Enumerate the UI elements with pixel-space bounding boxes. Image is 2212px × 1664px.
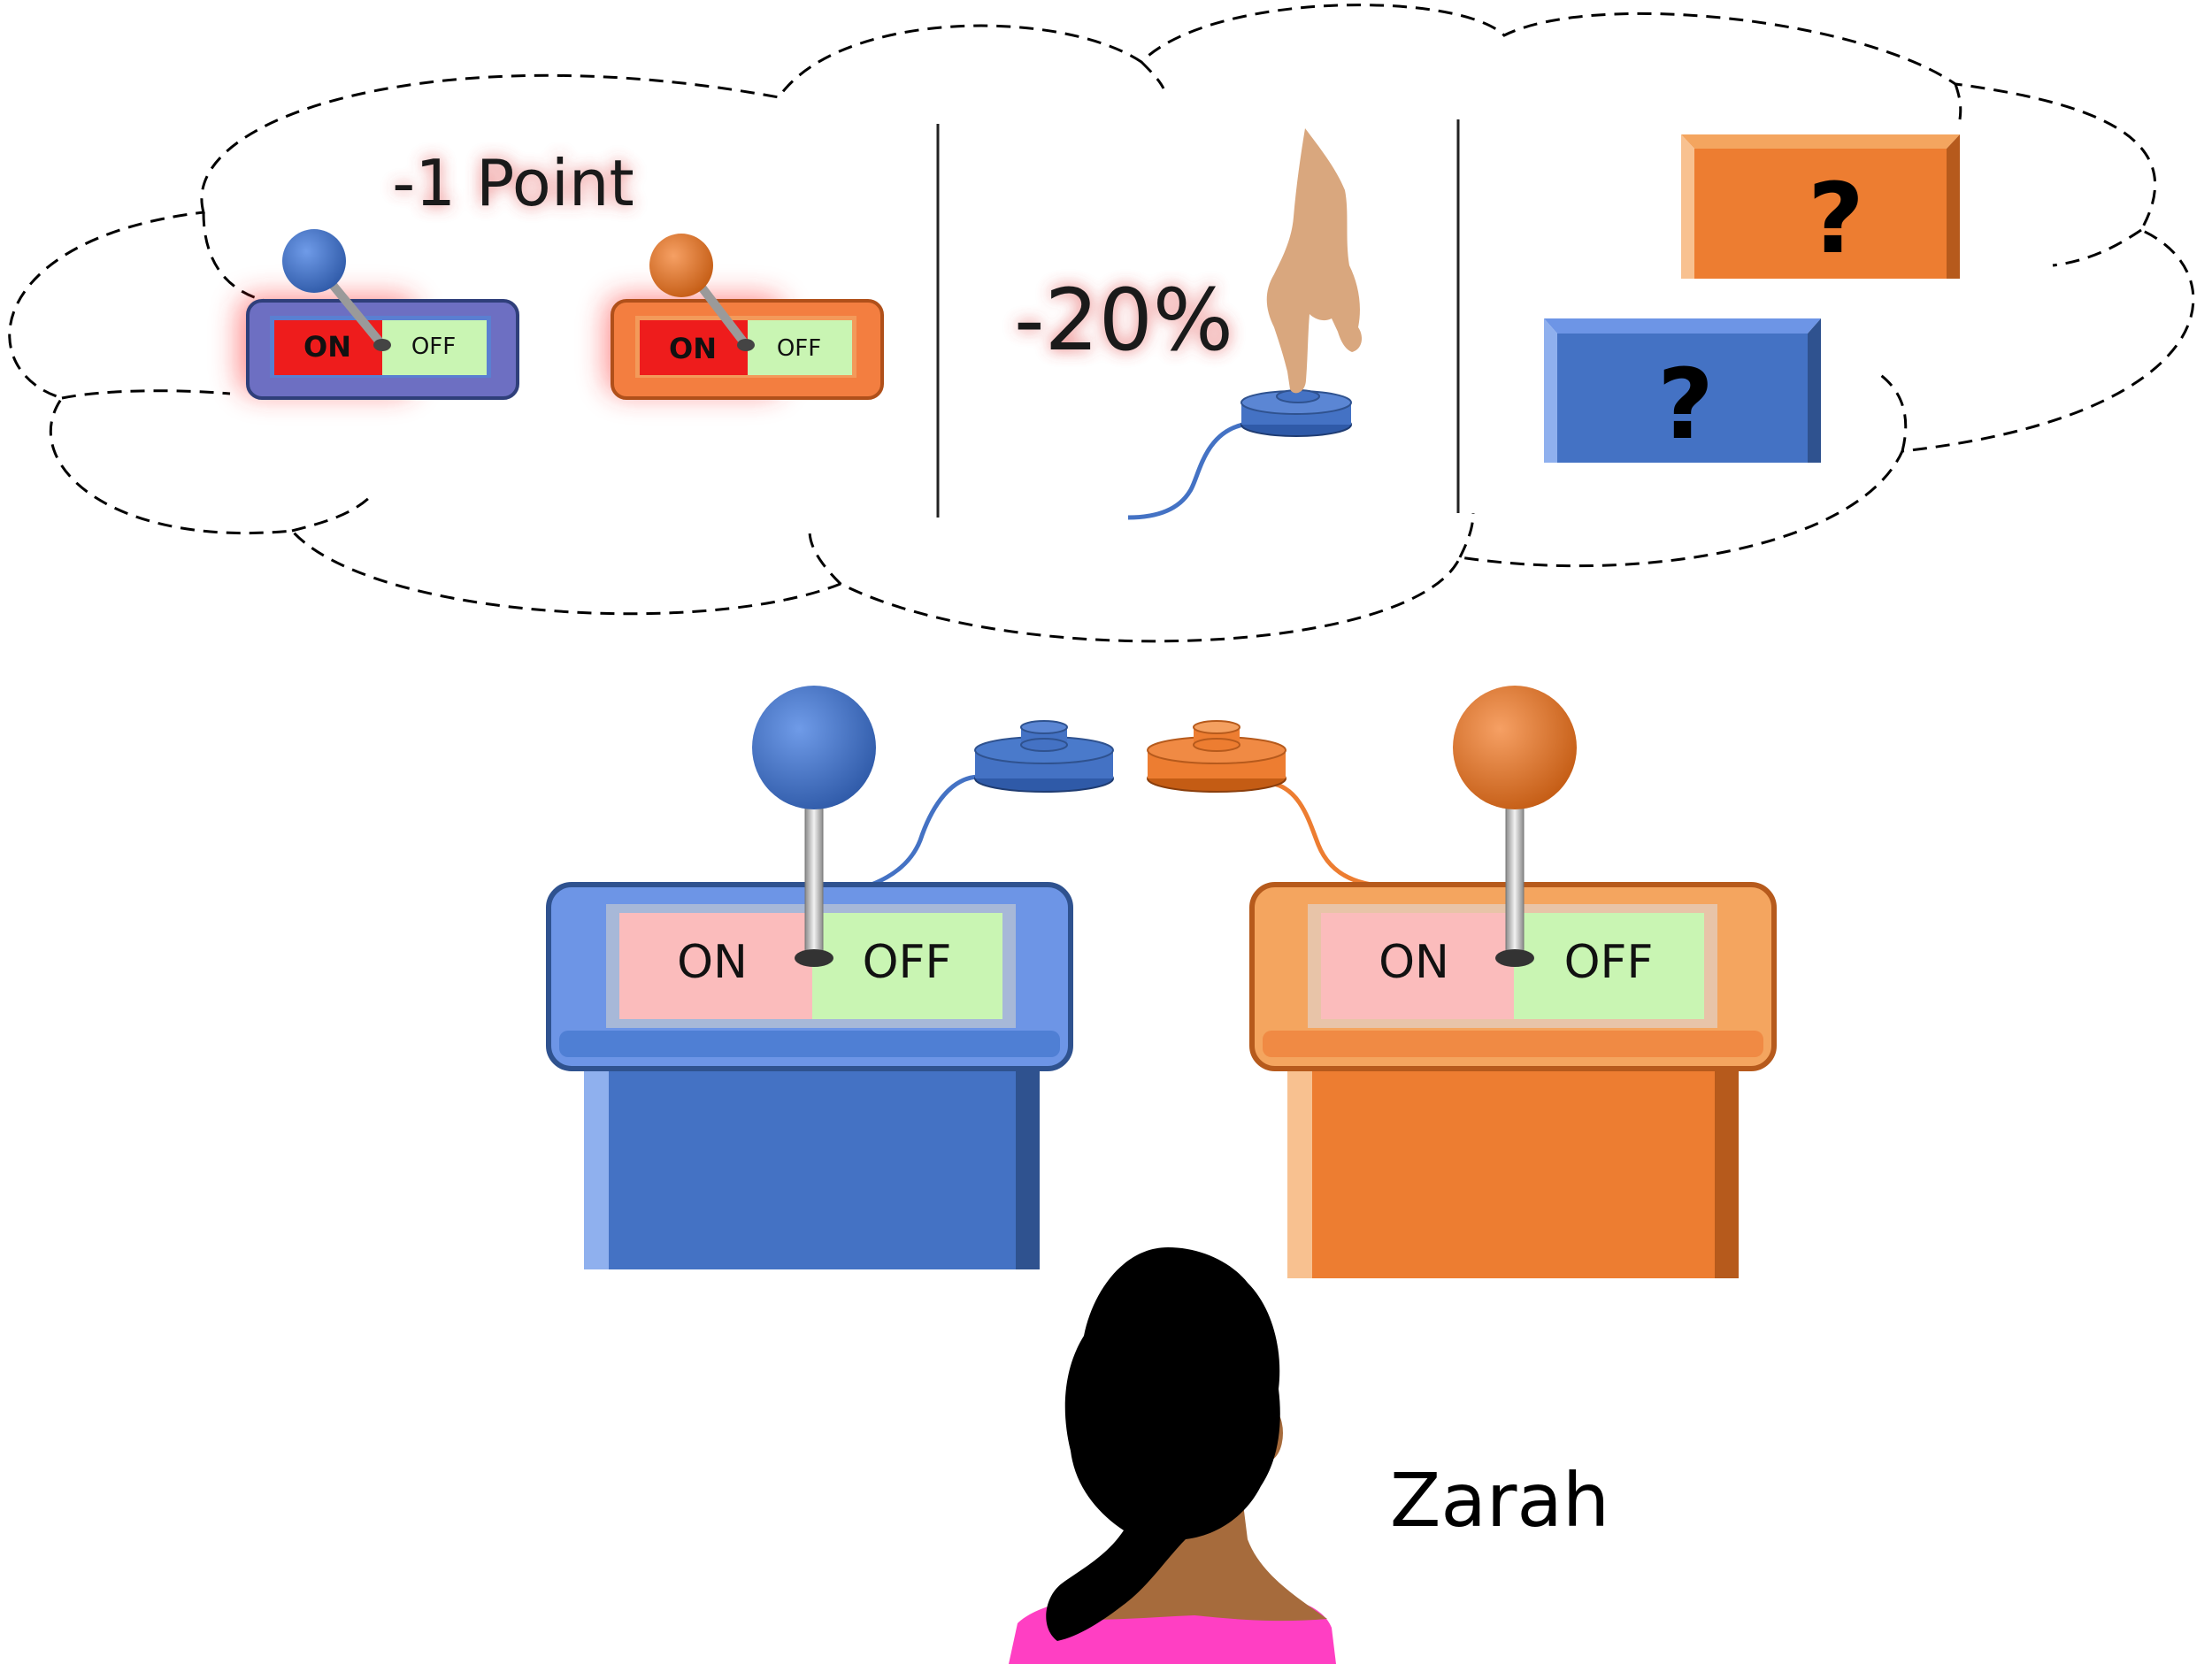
- orange-machine-off-segment: [1514, 913, 1704, 1019]
- orange-cable: [1269, 780, 1372, 887]
- cloud-lobe-3: [291, 494, 373, 533]
- orange-machine-lever-pivot: [1495, 949, 1534, 967]
- mini-switch-orange: ON OFF: [606, 234, 884, 400]
- orange-machine-on-segment: [1321, 913, 1514, 1019]
- orange-push-button-cap-bottom: [1193, 738, 1240, 752]
- person-hair: [1046, 1247, 1280, 1641]
- blue-push-button-cap-bottom: [1020, 738, 1068, 752]
- mini-switch-blue-knob: [282, 229, 346, 293]
- cloud-lobe-5: [1458, 512, 1475, 558]
- mini-switch-blue-off-label: OFF: [411, 334, 456, 360]
- blue-machine-off-segment: [812, 913, 1002, 1019]
- unknown-box-blue: ?: [1544, 318, 1821, 463]
- unknown-box-blue-right: [1808, 318, 1821, 463]
- unknown-box-orange-face: [1694, 149, 1947, 279]
- cloud-lobe-9: [1140, 60, 1165, 89]
- cloud-lobe-7: [2052, 228, 2142, 267]
- unknown-box-blue-mark: ?: [1657, 348, 1714, 461]
- cloud-lobe-6: [1875, 370, 1908, 452]
- cloud-lobe-2: [61, 389, 231, 400]
- orange-machine-pedestal-left-edge: [1287, 1053, 1312, 1278]
- blue-machine-on-label: ON: [677, 936, 748, 989]
- orange-machine-pedestal: [1287, 1053, 1739, 1278]
- mini-switch-blue: ON OFF: [239, 229, 519, 400]
- panel-unknown: ? ?: [1544, 134, 1960, 463]
- blue-machine-lever-stick: [804, 800, 824, 961]
- unknown-box-orange-top: [1681, 134, 1960, 149]
- cloud-lobe-4: [808, 530, 842, 586]
- blue-cable: [871, 774, 979, 887]
- orange-machine-pedestal-right-edge: [1715, 1053, 1739, 1278]
- orange-machine-on-label: ON: [1379, 936, 1449, 989]
- mini-switch-orange-off-seg: [748, 320, 852, 375]
- orange-push-button-cap-top: [1193, 720, 1240, 734]
- unknown-box-orange-right: [1947, 134, 1960, 279]
- blue-machine-off-label: OFF: [863, 936, 952, 989]
- unknown-box-blue-top: [1544, 318, 1821, 334]
- blue-push-button-cap-top: [1020, 720, 1068, 734]
- panel-penalty: -1 Point -1 Point ON OFF ON OFF: [239, 146, 884, 400]
- blue-machine-pedestal-left-edge: [584, 1053, 609, 1269]
- cloud-lobe-8: [1954, 83, 1962, 120]
- mini-switch-orange-on-label: ON: [669, 332, 717, 365]
- orange-machine: ON OFF: [1249, 686, 1777, 1278]
- blue-push-button: [974, 720, 1114, 793]
- mini-button-cable: [1127, 422, 1244, 520]
- orange-machine-panel-lip: [1263, 1031, 1763, 1057]
- person-silhouette: [1009, 1247, 1336, 1664]
- unknown-box-orange-mark: ?: [1808, 162, 1864, 275]
- percent-label-glow: -20%: [1014, 271, 1233, 370]
- unknown-box-orange-left: [1681, 134, 1694, 279]
- orange-push-button: [1147, 720, 1286, 793]
- blue-machine: ON OFF: [546, 686, 1073, 1269]
- unknown-box-blue-left: [1544, 318, 1557, 463]
- person-name: Zarah: [1390, 1457, 1609, 1544]
- cloud-outline: [8, 4, 2195, 643]
- orange-machine-lever-stick: [1505, 800, 1525, 961]
- pointing-finger-icon: [1266, 128, 1363, 394]
- blue-machine-lever-pivot: [795, 949, 833, 967]
- unknown-box-blue-face: [1557, 334, 1808, 463]
- mini-switch-blue-off-seg: [382, 320, 487, 375]
- blue-machine-on-segment: [619, 913, 812, 1019]
- penalty-label-glow: -1 Point: [392, 146, 634, 220]
- mini-switch-orange-pivot: [737, 339, 755, 351]
- mini-button-blue: [1240, 389, 1352, 437]
- mini-switch-orange-off-label: OFF: [777, 335, 821, 362]
- mini-switch-blue-pivot: [373, 339, 391, 351]
- blue-machine-pedestal: [584, 1053, 1040, 1269]
- panel-percent: -20% -20%: [1014, 128, 1363, 520]
- blue-machine-panel-lip: [559, 1031, 1060, 1057]
- blue-machine-pedestal-right-edge: [1016, 1053, 1040, 1269]
- orange-machine-lever-knob: [1453, 686, 1577, 809]
- unknown-box-orange: ?: [1681, 134, 1960, 279]
- penalty-label: -1 Point: [392, 146, 634, 220]
- mini-switch-orange-knob: [649, 234, 713, 297]
- orange-machine-off-label: OFF: [1564, 936, 1654, 989]
- percent-label: -20%: [1014, 271, 1233, 370]
- blue-machine-lever-knob: [752, 686, 876, 809]
- mini-switch-blue-on-label: ON: [303, 330, 351, 364]
